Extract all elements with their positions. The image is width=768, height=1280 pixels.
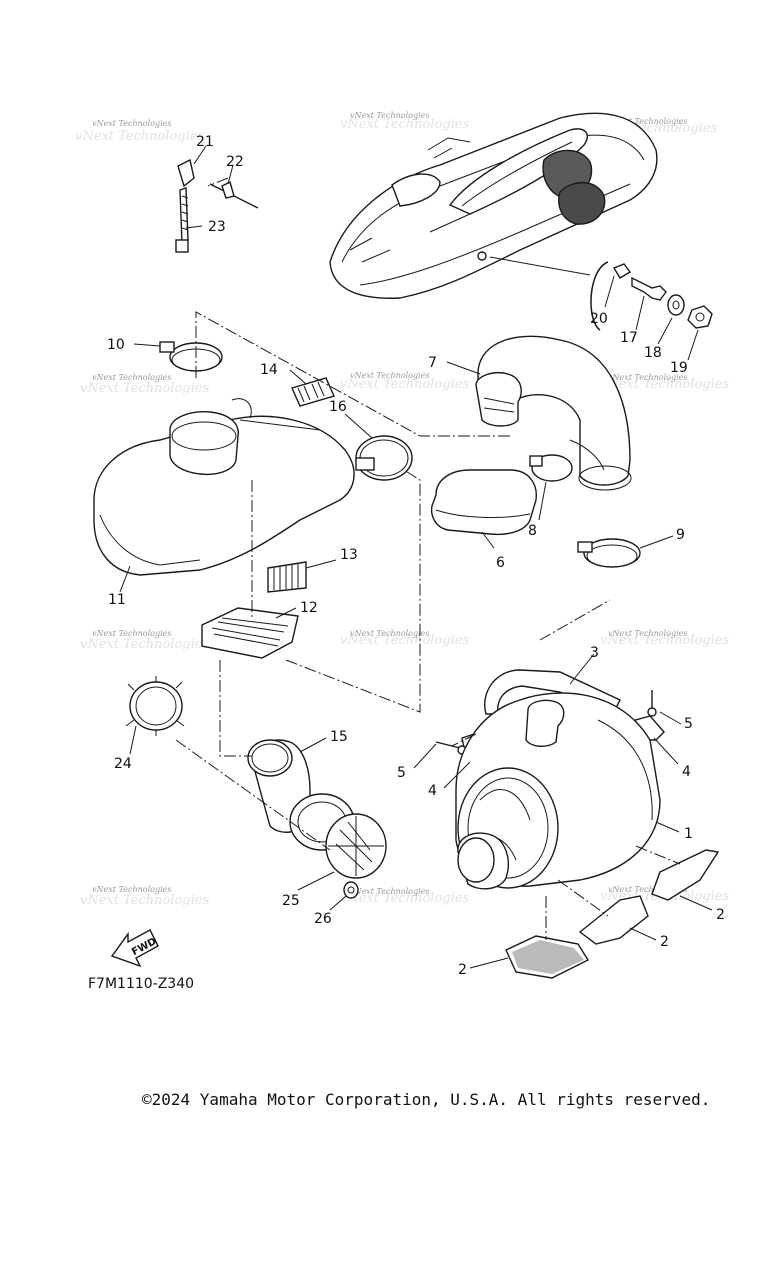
air-box-11 [93,398,355,576]
callout-2-a: 2 [716,907,725,923]
watercraft-overview [329,112,658,331]
pad-6 [430,469,537,536]
callout-23: 23 [208,219,226,235]
callout-16: 16 [329,399,347,415]
callout-15: 15 [330,729,348,745]
silencer-1 [455,692,661,890]
callout-5-left: 5 [397,765,406,781]
heat-shields-2 [505,849,720,979]
callout-11: 11 [108,592,126,608]
copyright-notice: ©2024 Yamaha Motor Corporation, U.S.A. A… [142,1090,711,1109]
callout-2-b: 2 [660,934,669,950]
callout-18: 18 [644,345,662,361]
callout-2-c: 2 [458,962,467,978]
watermark: vNext Technologies [350,111,429,120]
callout-6: 6 [496,555,505,571]
callout-9: 9 [676,527,685,543]
watermark: vNext Technologies [92,373,171,382]
watermark: vNext Technologies [350,629,429,638]
watermark: vNext Technologies [92,119,171,128]
watermark: vNext Technologies [608,885,687,894]
clamp-10 [159,341,223,372]
watermark-ghost: vNext Technologies [80,381,209,396]
assembly-lines [175,177,681,940]
watermark-ghost: vNext Technologies [75,129,204,144]
watermark-ghost: vNext Technologies [80,637,209,652]
watermark: vNext Technologies [92,885,171,894]
callout-25: 25 [282,893,300,909]
callout-14: 14 [260,362,278,378]
callout-5-right: 5 [684,716,693,732]
watermark-ghost: vNext Technologies [80,893,209,908]
watermark-ghost: vNext Technologies [340,377,469,392]
callout-26: 26 [314,911,332,927]
watermark-ghost: vNext Technologies [340,891,469,906]
fwd-arrow-icon: FWD [110,929,159,968]
watermark: vNext Technologies [608,117,687,126]
callout-12: 12 [300,600,318,616]
clamp-9 [577,538,641,568]
callout-19: 19 [670,360,688,376]
watermark: vNext Technologies [350,371,429,380]
screens-12-14 [201,377,335,659]
watermark: vNext Technologies [608,373,687,382]
callout-24: 24 [114,756,132,772]
callout-22: 22 [226,154,244,170]
diagram-code: F7M1110-Z340 [88,976,195,992]
leader-lines [119,145,713,969]
tie-and-clip-21-23 [175,158,259,253]
retainer-ring-24 [125,676,185,736]
callout-10: 10 [107,337,125,353]
intake-duct-7 [475,335,632,491]
clamp-16 [355,435,413,481]
clamp-8 [529,454,573,482]
watermark: vNext Technologies [608,629,687,638]
watermark: vNext Technologies [350,887,429,896]
callout-7: 7 [428,355,437,371]
callout-20: 20 [590,311,608,327]
watermark-ghost: vNext Technologies [340,633,469,648]
callout-8: 8 [528,523,537,539]
callout-3: 3 [590,645,599,661]
callout-21: 21 [196,134,214,150]
callout-4-left: 4 [428,783,437,799]
watermark-ghost: vNext Technologies [600,633,729,648]
callout-4-right: 4 [682,764,691,780]
fitting-assembly-17-20 [612,263,713,329]
exploded-parts-diagram: vNext Technologies vNext Technologies vN… [75,111,729,979]
watermark-ghost: vNext Technologies [340,117,469,132]
callout-13: 13 [340,547,358,563]
watermark: vNext Technologies [92,629,171,638]
flange-25-nut-26 [289,793,387,899]
watermark-ghost: vNext Technologies [600,377,729,392]
callout-1: 1 [684,826,693,842]
callout-17: 17 [620,330,638,346]
callout-labels: 21 22 23 10 14 16 7 8 9 6 13 12 11 20 17… [107,134,725,978]
